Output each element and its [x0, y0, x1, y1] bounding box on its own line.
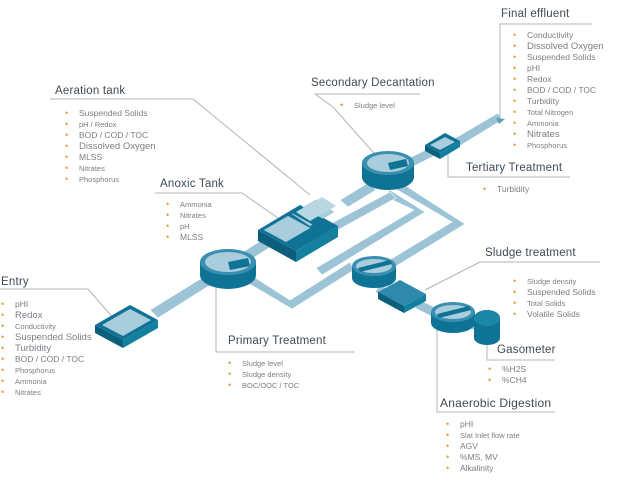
callout-line-tertiary [447, 150, 570, 178]
list-item: Volatile Solids [513, 309, 596, 320]
list-item: Sludge density [228, 369, 299, 380]
list-item: Dissolved Oxygen [513, 41, 604, 52]
callout-lines [0, 23, 600, 413]
anoxic-tank-grid [263, 215, 311, 243]
callout-line-sludge [424, 261, 600, 291]
list-item: %MS, MV [446, 452, 520, 463]
list-item: Ammonia [166, 199, 212, 210]
tertiary-filter [425, 133, 460, 159]
primary-treatment-parameters: Sludge level Sludge density BOC/OOC / TO… [228, 358, 299, 391]
aeration-tank-title: Aeration tank [55, 85, 126, 97]
list-item: BOD / COD / TOC [1, 354, 92, 365]
list-item: Turbidity [513, 96, 604, 107]
list-item: %H2S [488, 364, 527, 375]
list-item: pH / Redox [65, 119, 156, 130]
list-item: Phosphorus [1, 365, 92, 376]
biological-tanks [258, 197, 338, 262]
sludge-dewatering-unit [378, 280, 426, 313]
final-effluent-parameters: Conductivity Dissolved Oxygen Suspended … [513, 30, 604, 151]
list-item: BOD / COD / TOC [513, 85, 604, 96]
gasometer-parameters: %H2S %CH4 [488, 364, 527, 386]
list-item: Redox [513, 74, 604, 85]
entry-tank [95, 305, 158, 348]
list-item: Suspended Solids [513, 52, 604, 63]
list-item: Total Solids [513, 298, 596, 309]
anaerobic-digestion-title: Anaerobic Digestion [440, 396, 552, 410]
outflow-arrow [496, 118, 505, 124]
sludge-treatment-parameters: Sludge density Suspended Solids Total So… [513, 276, 596, 320]
callout-line-secondary [313, 93, 420, 161]
list-item: Ammonia [1, 376, 92, 387]
list-item: Nitrates [513, 129, 604, 140]
list-item: Conductivity [513, 30, 604, 41]
list-item: Turbidity [1, 343, 92, 354]
aeration-tank-grid-2 [296, 197, 336, 221]
list-item: Nitrates [1, 387, 92, 398]
primary-treatment-title: Primary Treatment [228, 335, 326, 347]
list-item: Suspended Solids [65, 108, 156, 119]
list-item: pHI [446, 419, 520, 430]
list-item: Redox [1, 310, 92, 321]
list-item: MLSS [65, 152, 156, 163]
list-item: Sludge density [513, 276, 596, 287]
anaerobic-digester [431, 302, 475, 333]
list-item: AGV [446, 441, 520, 452]
tertiary-treatment-title: Tertiary Treatment [466, 162, 563, 174]
secondary-decantation-parameters: Sludge level [340, 100, 395, 111]
gasometer-title: Gasometer [497, 344, 556, 356]
list-item: Conductivity [1, 321, 92, 332]
primary-clarifier [200, 249, 256, 289]
anoxic-tank-parameters: Ammonia Nitrates pH MLSS [166, 199, 212, 243]
list-item: BOC/OOC / TOC [228, 380, 299, 391]
list-item: Phosphorus [65, 174, 156, 185]
list-item: pH [166, 221, 212, 232]
callout-line-entry [0, 288, 116, 321]
sludge-thickener [352, 256, 396, 288]
pipe-aeration-to-secondary [339, 182, 377, 208]
list-item: Suspended Solids [513, 287, 596, 298]
entry-title: Entry [1, 276, 29, 288]
anoxic-tank-title: Anoxic Tank [160, 178, 224, 190]
list-item: Phosphorus [513, 140, 604, 151]
secondary-decantation-title: Secondary Decantation [311, 77, 435, 89]
tertiary-treatment-parameters: Turbidity [483, 184, 529, 195]
callout-line-aeration [50, 98, 311, 196]
list-item: Suspended Solids [1, 332, 92, 343]
list-item: pHI [513, 63, 604, 74]
aeration-tank-parameters: Suspended Solids pH / Redox BOD / COD / … [65, 108, 156, 185]
list-item: pHI [1, 299, 92, 310]
list-item: %CH4 [488, 375, 527, 386]
entry-parameters: pHI Redox Conductivity Suspended Solids … [1, 299, 92, 398]
callout-line-digestion [436, 328, 555, 413]
callout-line-primary [215, 270, 355, 353]
anaerobic-digestion-parameters: pHI Slat Inlet flow rate AGV %MS, MV Alk… [446, 419, 520, 474]
list-item: Nitrates [65, 163, 156, 174]
list-item: Ammonia [513, 118, 604, 129]
final-effluent-title: Final effluent [501, 8, 570, 20]
list-item: Sludge level [340, 100, 395, 111]
list-item: Alkalinity [446, 463, 520, 474]
list-item: Total Nitrogen [513, 107, 604, 118]
list-item: Turbidity [483, 184, 529, 195]
callout-line-anoxic [155, 192, 279, 219]
gasometer-tank [474, 310, 500, 345]
list-item: Nitrates [166, 210, 212, 221]
sludge-treatment-title: Sludge treatment [485, 247, 576, 259]
list-item: BOD / COD / TOC [65, 130, 156, 141]
list-item: Sludge level [228, 358, 299, 369]
list-item: Slat Inlet flow rate [446, 430, 520, 441]
list-item: MLSS [166, 232, 212, 243]
secondary-clarifier [362, 151, 414, 190]
list-item: Dissolved Oxygen [65, 141, 156, 152]
